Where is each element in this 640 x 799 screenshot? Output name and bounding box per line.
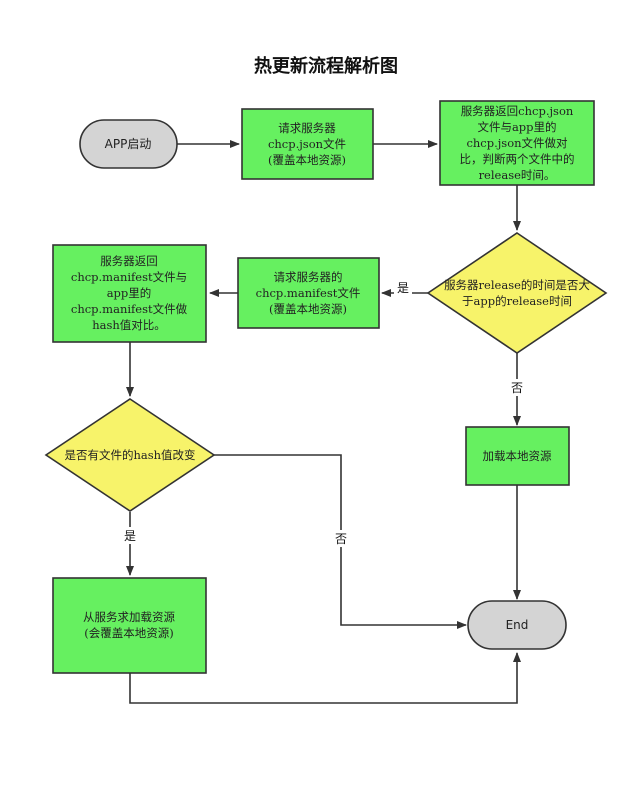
node-label-line: hash值对比。 xyxy=(92,318,166,332)
node-label-line: 服务器返回chcp.json xyxy=(461,104,574,118)
node-load-server: 从服务求加载资源 (会覆盖本地资源) xyxy=(52,577,207,674)
node-label-line: 请求服务器的 xyxy=(274,270,343,284)
node-label-line: 服务器release的时间是否大 xyxy=(444,278,590,292)
node-label-request-json: 请求服务器 chcp.json文件 (覆盖本地资源) xyxy=(268,121,346,167)
node-label-load-local: 加载本地资源 xyxy=(483,449,552,463)
label-release-no: 否 xyxy=(511,381,523,395)
node-label-line: 从服务求加载资源 xyxy=(83,610,175,624)
node-label-compare-manifest: 服务器返回 chcp.manifest文件与 app里的 chcp.manifest文… xyxy=(71,254,188,332)
node-label-compare-json: 服务器返回chcp.json 文件与app里的 chcp.json文件做对比，判断两… xyxy=(460,104,575,182)
node-request-json: 请求服务器 chcp.json文件 (覆盖本地资源) xyxy=(241,108,374,180)
node-label-line: 文件与app里的 xyxy=(477,120,556,134)
node-compare-manifest: 服务器返回 chcp.manifest文件与 app里的 chcp.manifest文… xyxy=(52,244,207,343)
node-label-line: 比，判断两个文件中的 xyxy=(460,152,575,166)
node-label-line: (覆盖本地资源) xyxy=(268,153,346,167)
node-label-app-start: APP启动 xyxy=(105,137,152,151)
node-release-decision: 服务器release的时间是否大于app的release时间 xyxy=(426,232,608,354)
node-label-line: chcp.json文件做对 xyxy=(466,136,568,150)
node-request-manifest: 请求服务器的 chcp.manifest文件 (覆盖本地资源) xyxy=(237,257,380,329)
node-end: End xyxy=(467,600,567,650)
node-label-line: app里的 xyxy=(107,286,152,300)
node-load-local: 加载本地资源 xyxy=(465,426,570,486)
node-label-hash-decision: 是否有文件的hash值改变 xyxy=(64,448,195,462)
node-label-line: chcp.manifest文件 xyxy=(256,286,361,300)
label-hash-yes: 是 xyxy=(124,529,136,543)
node-label-line: APP启动 xyxy=(105,137,152,151)
node-label-line: 是否有文件的hash值改变 xyxy=(64,448,195,462)
edge-labels: 是 否 是 否 xyxy=(121,279,526,547)
edge-load-server-to-end xyxy=(129,652,521,704)
node-label-line: chcp.manifest文件与 xyxy=(71,270,187,284)
node-hash-decision: 是否有文件的hash值改变 xyxy=(44,398,216,512)
node-label-line: release时间。 xyxy=(479,168,556,182)
diagram-title: 热更新流程解析图 xyxy=(254,55,398,77)
node-app-start: APP启动 xyxy=(79,119,178,169)
node-label-line: 请求服务器 xyxy=(278,121,336,135)
node-label-line: (会覆盖本地资源) xyxy=(84,626,173,640)
node-label-line: chcp.manifest文件做 xyxy=(71,302,188,316)
node-label-line: (覆盖本地资源) xyxy=(269,302,347,316)
node-label-line: 服务器返回 xyxy=(100,254,158,268)
node-label-line: 于app的release时间 xyxy=(462,294,572,308)
node-label-release-decision: 服务器release的时间是否大于app的release时间 xyxy=(444,278,590,308)
node-label-end: End xyxy=(506,618,529,632)
label-release-yes: 是 xyxy=(397,281,409,295)
node-label-line: End xyxy=(506,618,529,632)
label-hash-no: 否 xyxy=(335,532,347,546)
node-compare-json: 服务器返回chcp.json 文件与app里的 chcp.json文件做对比，判断两… xyxy=(439,100,595,186)
node-label-line: chcp.json文件 xyxy=(268,137,346,151)
node-label-line: 加载本地资源 xyxy=(483,449,552,463)
node-label-load-server: 从服务求加载资源 (会覆盖本地资源) xyxy=(83,610,175,640)
node-label-request-manifest: 请求服务器的 chcp.manifest文件 (覆盖本地资源) xyxy=(256,270,361,316)
